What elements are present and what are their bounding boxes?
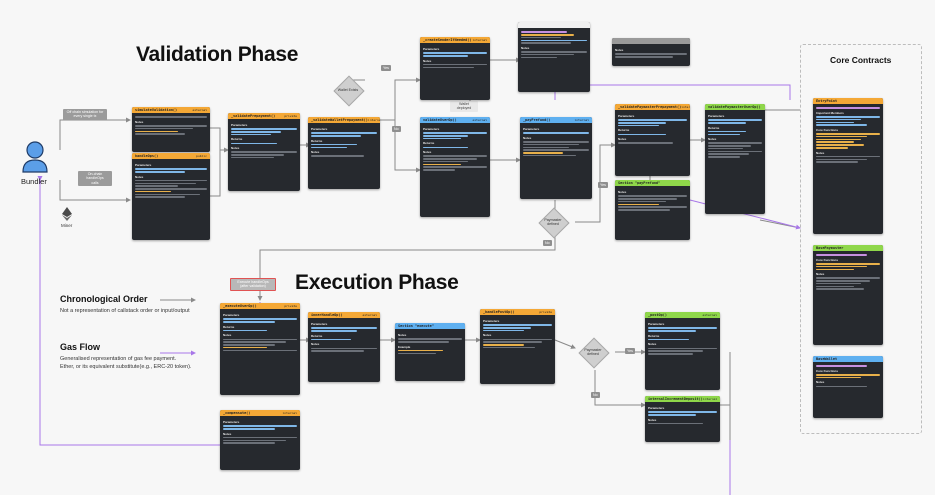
- internal-increment-deposit-card: internalIncrementDeposit()internal Param…: [645, 396, 720, 442]
- yes-label-1: Yes: [381, 65, 391, 71]
- execution-phase-title: Execution Phase: [295, 271, 459, 294]
- legend-chronological-title: Chronological Order: [60, 294, 148, 304]
- off-chain-simulation-label: Off chain simulation for every single tx: [63, 109, 107, 120]
- validation-phase-title: Validation Phase: [136, 43, 299, 66]
- legend-chronological-desc: Not a representation of callstack order …: [60, 308, 190, 314]
- paymaster-prefund-card: Section "payPrefund" Notes: [615, 180, 690, 240]
- ethereum-icon: [62, 207, 72, 221]
- validate-wallet-prepayment-card: _validateWalletPrepayment()internal Para…: [308, 117, 380, 189]
- simulate-validation-card: simulateValidation()external Notes: [132, 107, 210, 152]
- validate-paymaster-prepayment-card: _validatePaymasterPrepayment()internal P…: [615, 104, 690, 176]
- no-label-3: No: [591, 392, 600, 398]
- bundler-avatar-icon: [21, 140, 49, 174]
- create-sender-if-needed-card: _createSenderIfNeeded()internal Paramete…: [420, 37, 490, 100]
- yes-label-3: Yes: [625, 348, 635, 354]
- paymaster-defined-text-2: Paymaster defined: [584, 348, 602, 356]
- miner-label: Miner: [61, 223, 73, 228]
- no-label-1: No: [392, 126, 401, 132]
- bundler-label: Bundler: [21, 177, 47, 186]
- core-contracts-title: Core Contracts: [830, 55, 892, 65]
- wallet-deployed-label: Wallet deployed: [450, 101, 478, 112]
- on-chain-handleops-label: On-chain handleOps calls: [78, 171, 112, 186]
- yes-label-2: Yes: [598, 182, 608, 188]
- execute-handleops-label: Execute handleOps (after validation): [230, 278, 276, 291]
- legend-gas-desc-1: Generalised representation of gas fee pa…: [60, 356, 177, 362]
- paymaster-defined-text-1: Paymaster defined: [544, 218, 562, 226]
- wallet-exists-text: Wallet Exists: [337, 88, 359, 92]
- wallet-factory-card: Notes: [612, 38, 690, 66]
- sender-creator-card: Notes: [518, 22, 590, 92]
- no-label-2: No: [543, 240, 552, 246]
- legend-gas-title: Gas Flow: [60, 342, 101, 352]
- legend-gas-desc-2: Ether, or its equivalent substitute(e.g.…: [60, 364, 192, 370]
- core-contracts-container: [800, 44, 922, 434]
